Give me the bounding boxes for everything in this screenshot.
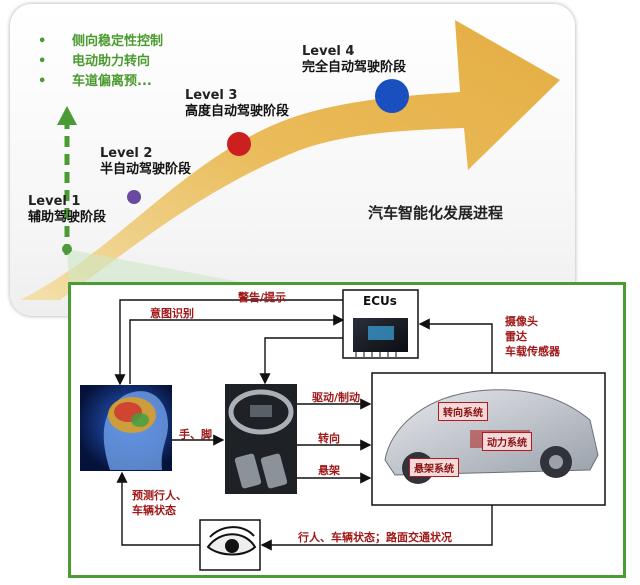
predict-label: 预测行人、 车辆状态 — [132, 489, 187, 517]
warning-label: 警告/提示 — [238, 291, 287, 304]
hand-foot-label: 手、脚 — [179, 428, 212, 441]
suspension-label: 悬架 — [318, 464, 340, 477]
drive-brake-label: 驱动/制动 — [312, 391, 361, 404]
level-2-dot — [127, 190, 141, 204]
diagram-title: 汽车智能化发展进程 — [368, 204, 504, 222]
green-beam — [67, 249, 240, 282]
progress-arrow — [20, 20, 560, 300]
level-4-dot — [375, 79, 409, 113]
power-system-tag: 动力系统 — [482, 432, 532, 451]
intent-label: 意图识别 — [150, 307, 194, 320]
sensors-label: 摄像头 雷达 车载传感器 — [505, 315, 560, 358]
bullet-1: •侧向稳定性控制 — [38, 34, 164, 49]
ecu-label: ECUs — [363, 294, 397, 308]
level-3-dot — [227, 132, 251, 156]
steering-pedal-image — [225, 384, 297, 494]
suspension-system-tag: 悬架系统 — [409, 458, 459, 477]
steering-label: 转向 — [318, 432, 340, 445]
road-status-label: 行人、车辆状态；路面交通状况 — [298, 531, 452, 544]
level-1-dot — [62, 244, 72, 254]
bullet-2: •电动助力转向 — [38, 54, 151, 69]
steering-system-tag: 转向系统 — [438, 402, 488, 421]
eye-image — [199, 519, 261, 571]
driver-brain-image — [80, 385, 172, 471]
bullet-3: •车道偏离预... — [38, 74, 152, 89]
ecu-chip-image — [342, 289, 419, 359]
